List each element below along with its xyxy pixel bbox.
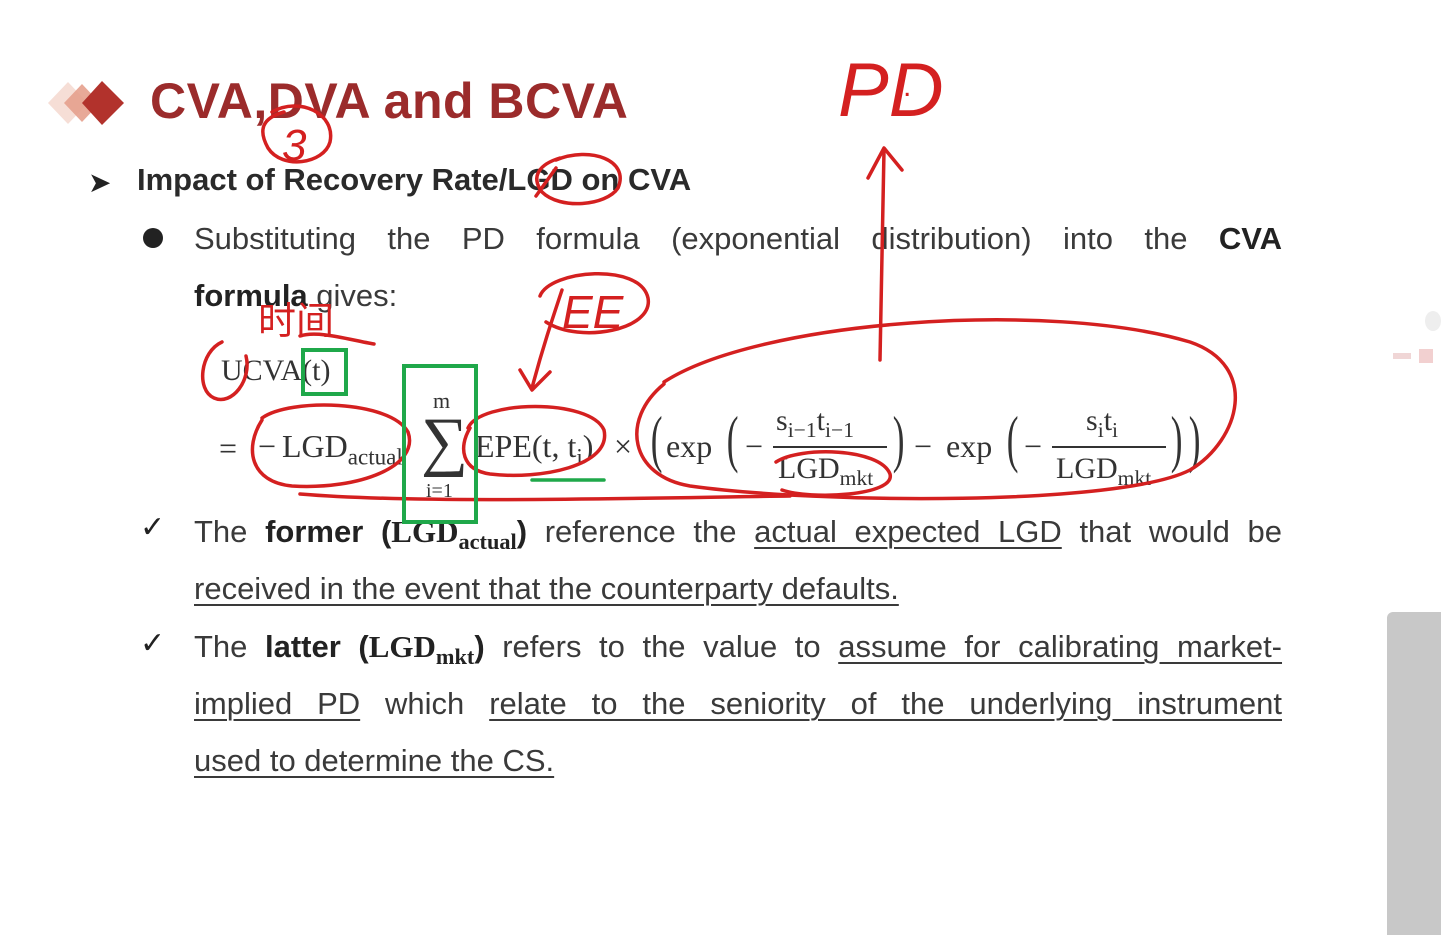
formula-exp-1: exp: [666, 428, 713, 464]
ink-pd-dot: .: [903, 70, 911, 103]
formula-equals: =: [219, 430, 238, 466]
sum-symbol: ∑: [421, 405, 469, 478]
side-panel: [1387, 612, 1441, 935]
formula-minus: −: [258, 428, 277, 464]
formula-minus-4: −: [1024, 428, 1043, 464]
bullet-line-2: formula gives:: [194, 278, 398, 313]
ink-pd-text: PD: [838, 48, 944, 133]
checkmark-icon: ✓: [140, 511, 166, 544]
ink-baseline-curve: [298, 492, 792, 502]
fraction-1-numerator: si−1ti−1: [776, 404, 854, 442]
bullet-dot-icon: [143, 228, 163, 248]
edge-artifact: [1419, 349, 1433, 363]
formula-epe: EPE(t, ti): [475, 428, 594, 470]
ink-time-underline: [298, 332, 376, 346]
formula-paren-close-2: ): [1170, 403, 1183, 474]
edge-artifact: [1393, 353, 1411, 359]
formula-paren-close-3: ): [1188, 403, 1201, 474]
formula-exp-2: exp: [946, 428, 993, 464]
fraction-1-bar: [773, 446, 887, 448]
subheading: Impact of Recovery Rate/LGD on CVA: [137, 162, 692, 197]
diamond-logo-icon: [48, 81, 124, 125]
fraction-1-denominator: LGDmkt: [778, 452, 874, 490]
checkmark-icon: ✓: [140, 627, 166, 660]
formula-minus-3: −: [914, 428, 933, 464]
check-2-line-1: The latter (LGDmkt) refers to the value …: [194, 629, 1283, 670]
fraction-2-denominator: LGDmkt: [1056, 452, 1152, 490]
formula-minus-2: −: [745, 428, 764, 464]
check-2-line-3: used to determine the CS.: [194, 743, 555, 778]
check-1-line-2: received in the event that the counterpa…: [194, 571, 899, 606]
formula-paren-open: (: [650, 403, 663, 474]
arrow-bullet-icon: ➤: [88, 167, 112, 198]
fraction-2-bar: [1052, 446, 1166, 448]
bullet-line-1: Substituting the PD formula (exponential…: [194, 221, 1282, 256]
formula-lgd-actual: LGDactual: [282, 428, 403, 470]
formula-paren-open-2: (: [726, 403, 739, 474]
ink-arrow-ee-head: [518, 368, 552, 392]
formula-lhs: UCVA(t): [221, 354, 331, 387]
formula-times: ×: [614, 428, 633, 464]
edge-artifact: [1425, 311, 1441, 331]
slide-title: CVA,DVA and BCVA: [150, 73, 629, 129]
check-2-line-2: implied PD which relate to the seniority…: [194, 686, 1282, 721]
ink-arrow-up-head: [866, 146, 904, 180]
sum-lower-limit: i=1: [426, 480, 453, 502]
formula-paren-close: ): [892, 403, 905, 474]
fraction-2-numerator: siti: [1086, 404, 1119, 442]
formula-paren-open-3: (: [1006, 403, 1019, 474]
